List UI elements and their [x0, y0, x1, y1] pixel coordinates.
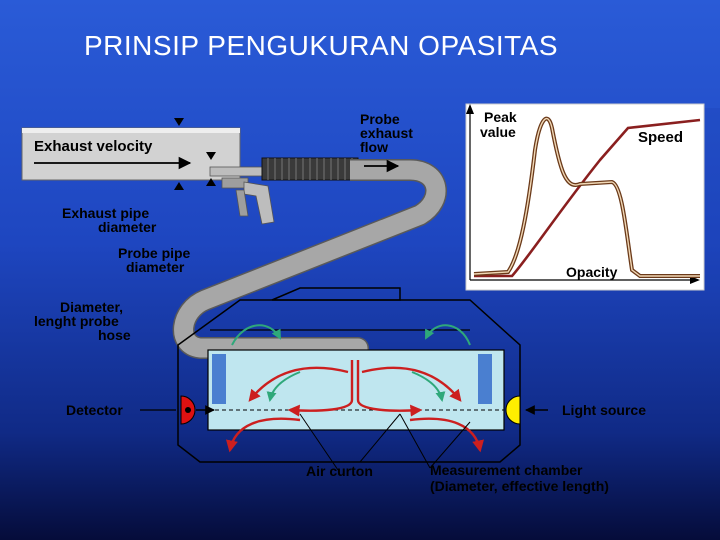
opacity-label: Opacity — [566, 264, 618, 280]
pipe-diameter-marker-bottom-icon — [174, 182, 184, 190]
chamber-pointer-lines — [299, 413, 471, 471]
peak-value-label: Peak value — [480, 109, 521, 140]
probe-hose — [174, 160, 446, 372]
detector-label: Detector — [66, 402, 123, 418]
speed-label: Speed — [638, 129, 683, 146]
probe-exhaust-flow-label: Probe exhaust flow — [360, 111, 417, 155]
graph-background — [465, 103, 705, 291]
pipe-diameter-marker-top-icon — [174, 118, 184, 126]
air-curtain-flow-arrows — [231, 324, 471, 402]
light-source-label: Light source — [562, 402, 646, 418]
diameter-probe-hose-label: Diameter, lenght probe hose — [34, 299, 131, 343]
exhaust-pipe-diameter-label: Exhaust pipe diameter — [62, 205, 157, 235]
speed-curve — [474, 118, 701, 278]
left-air-curtain-inlet — [212, 354, 226, 404]
exhaust-velocity-label: Exhaust velocity — [34, 138, 153, 155]
y-axis-arrow-icon — [466, 104, 474, 114]
air-curton-label: Air curton — [306, 463, 373, 479]
probe-diameter-marker-bottom-icon — [206, 178, 216, 186]
light-source-icon — [505, 395, 521, 425]
right-air-curtain-inlet — [478, 354, 492, 404]
opacity-curve-highlight — [473, 117, 700, 277]
probe-gun — [209, 157, 359, 225]
page-title: PRINSIP PENGUKURAN OPASITAS — [84, 30, 559, 61]
exhaust-pipe: Exhaust velocity — [21, 118, 241, 190]
measurement-chamber-label: Measurement chamber (Diameter, effective… — [430, 462, 609, 494]
measurement-unit — [177, 287, 521, 463]
probe-pipe-diameter-label: Probe pipe diameter — [118, 245, 194, 275]
graph-panel: Peak value Speed Opacity — [465, 103, 720, 291]
probe-diameter-marker-top-icon — [206, 152, 216, 160]
gas-flow-arrows — [226, 360, 484, 453]
